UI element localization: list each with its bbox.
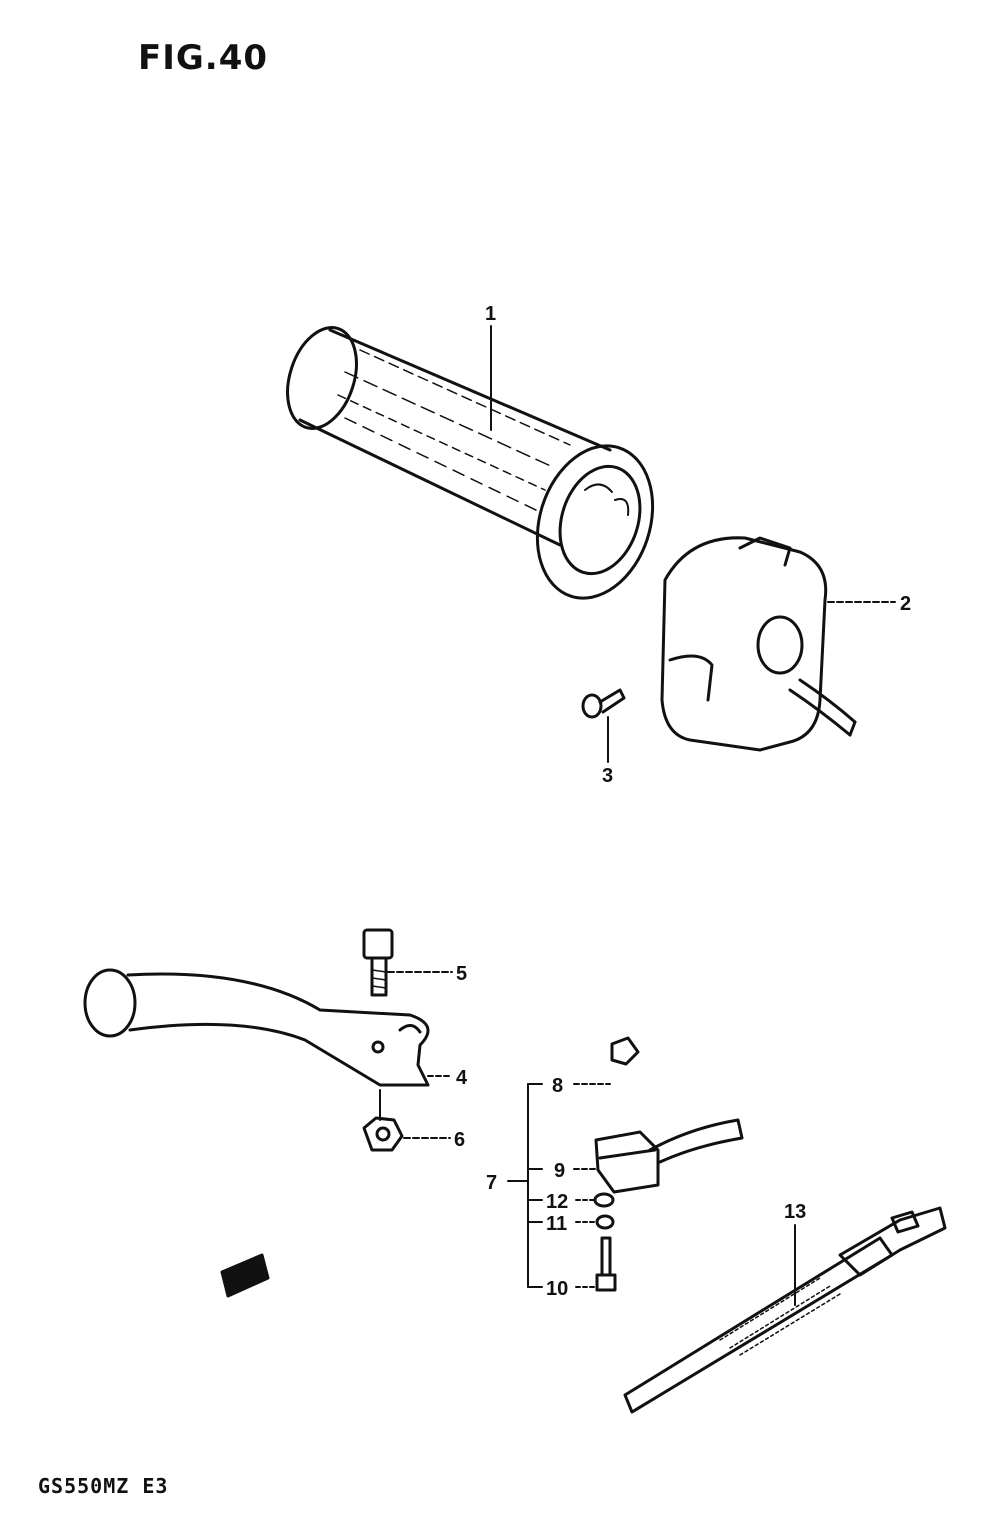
callout-3: 3: [602, 765, 613, 787]
callout-13: 13: [784, 1201, 806, 1223]
callout-10: 10: [546, 1278, 568, 1300]
model-code: GS550MZ E3: [38, 1474, 169, 1498]
callout-11: 11: [546, 1213, 567, 1235]
switch-housing: [660, 536, 857, 752]
callout-12: 12: [546, 1191, 568, 1213]
screw: [581, 688, 626, 719]
callout-1: 1: [485, 303, 496, 325]
callout-9: 9: [554, 1160, 565, 1182]
washer-11: [595, 1214, 615, 1230]
clip: [610, 1036, 640, 1066]
callout-4: 4: [456, 1067, 468, 1089]
handlebar-grip: [286, 326, 655, 600]
callout-2: 2: [900, 593, 911, 615]
cable-tie: [623, 1206, 947, 1414]
callout-8: 8: [552, 1075, 563, 1097]
nut: [362, 1116, 404, 1152]
washer-12: [593, 1192, 615, 1208]
switch-assembly: [594, 1118, 744, 1194]
pivot-bolt: [362, 928, 394, 997]
decal-tag: [220, 1253, 270, 1298]
callout-6: 6: [454, 1129, 465, 1151]
clutch-lever: [83, 968, 430, 1087]
callout-7: 7: [486, 1172, 497, 1194]
leader-lines: [379, 325, 896, 1306]
callout-5: 5: [456, 963, 467, 985]
screw-10: [595, 1236, 617, 1292]
figure-title: FIG.40: [138, 38, 269, 78]
callout-labels: 1 2 3 4 5 6 7 8 9 10 11 12 13: [454, 303, 911, 1300]
